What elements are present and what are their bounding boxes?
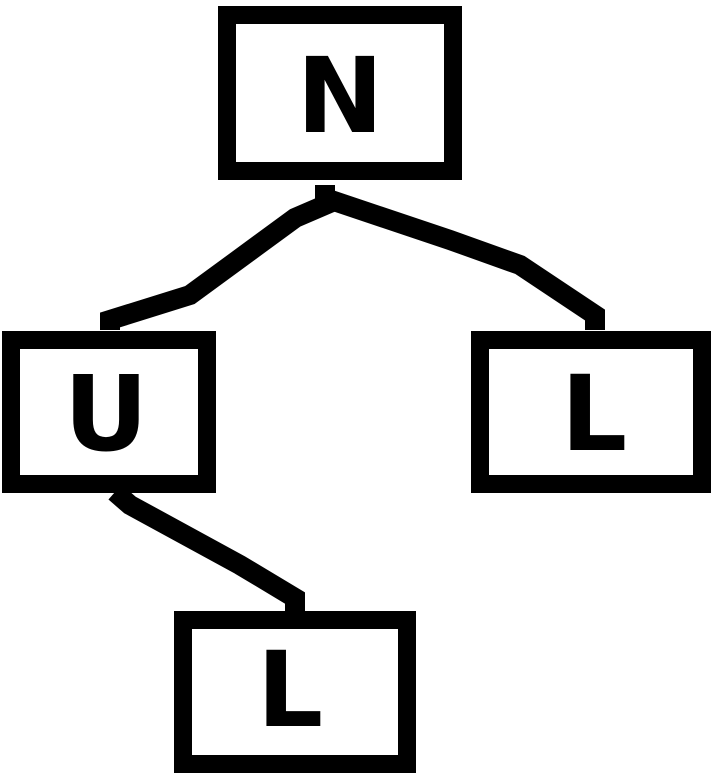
node-root: N [218, 6, 462, 180]
edge-u-to-l [108, 484, 305, 612]
node-left-child-label: U [64, 353, 148, 475]
node-right-child-label: L [561, 353, 627, 475]
node-left-grandchild: L [174, 611, 416, 773]
node-right-child: L [471, 331, 711, 493]
node-left-child: U [2, 331, 216, 493]
node-left-grandchild-label: L [257, 629, 323, 751]
node-right-child-box [471, 331, 711, 493]
node-root-box [218, 6, 462, 180]
node-left-child-box [2, 331, 216, 493]
edge-n-to-l [321, 188, 605, 330]
edge-n-to-u [100, 185, 335, 330]
node-root-label: N [296, 35, 383, 157]
node-left-grandchild-box [174, 611, 416, 773]
